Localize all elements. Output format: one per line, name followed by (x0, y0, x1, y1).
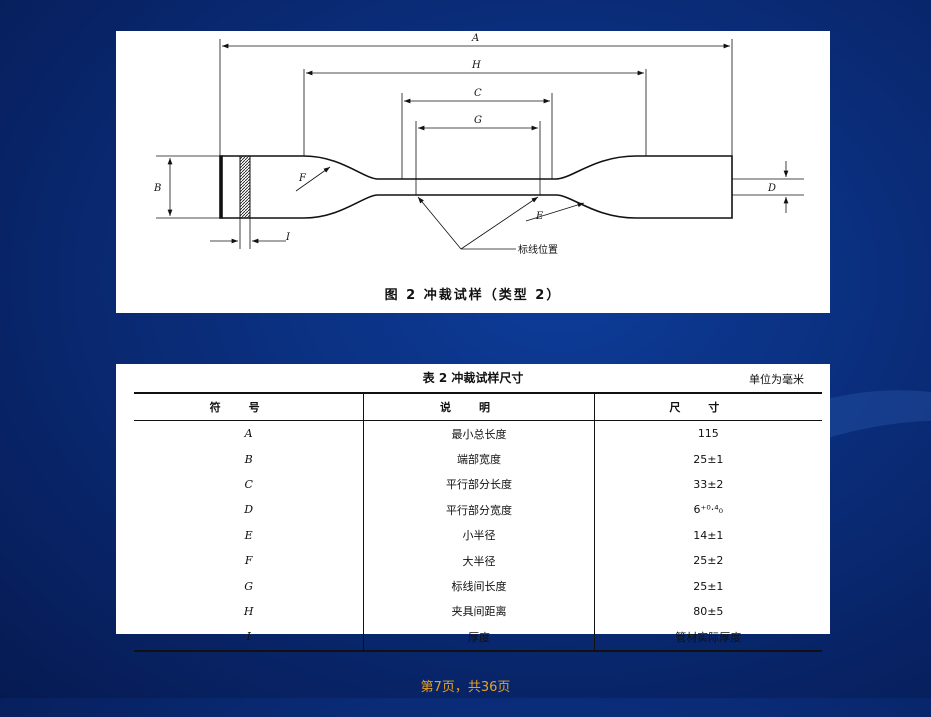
label-a: A (471, 33, 479, 44)
extension-lines (156, 39, 804, 249)
cell-symbol: G (134, 573, 365, 599)
cell-description: 厚度 (363, 624, 595, 651)
header-description: 说明 (363, 393, 595, 421)
cell-description: 平行部分长度 (363, 471, 595, 498)
table-title: 表 2 冲裁试样尺寸 (422, 371, 524, 385)
table-header-row: 符号 说明 尺寸 (134, 393, 822, 421)
label-e: E (535, 211, 544, 222)
cell-symbol: I (134, 624, 365, 651)
cell-size: 33±2 (693, 477, 724, 491)
cell-size: 115 (697, 427, 719, 441)
cell-size: 25±1 (693, 452, 724, 466)
cell-description: 大半径 (363, 547, 595, 574)
cell-size: 6⁺⁰·⁴₀ (693, 503, 724, 517)
label-b: B (153, 183, 161, 194)
specimen-outline (219, 155, 733, 219)
cell-symbol: E (134, 522, 365, 548)
cell-description: 标线间长度 (363, 573, 595, 599)
label-d: D (767, 183, 776, 194)
table-row: F 大半径 25±2 (134, 547, 822, 574)
cell-symbol: H (134, 598, 365, 625)
label-i: I (285, 232, 291, 243)
thickness-hatch (239, 155, 251, 219)
cell-description: 最小总长度 (363, 420, 595, 447)
cell-description: 平行部分宽度 (363, 497, 595, 523)
spec-table: 符号 说明 尺寸 A 最小总长度 115 B 端部宽度 25±1 C 平行部分长… (134, 392, 822, 652)
label-f: F (298, 173, 307, 184)
table-row: I 厚度 管材实际厚度 (134, 624, 822, 651)
cell-description: 端部宽度 (363, 446, 595, 472)
cell-size: 25±2 (693, 554, 724, 568)
cell-size: 25±1 (693, 579, 724, 593)
cell-size: 80±5 (693, 604, 724, 618)
table-row: G 标线间长度 25±1 (134, 573, 822, 599)
cell-size: 管材实际厚度 (675, 630, 742, 644)
table-unit: 单位为毫米 (749, 373, 804, 386)
table-row: H 夹具间距离 80±5 (134, 598, 822, 625)
cell-symbol: C (134, 471, 365, 498)
label-g: G (474, 115, 482, 126)
table-row: B 端部宽度 25±1 (134, 446, 822, 472)
label-h: H (471, 60, 481, 71)
table-row: C 平行部分长度 33±2 (134, 471, 822, 498)
header-size: 尺寸 (594, 393, 822, 421)
specimen-drawing: A H C G B D E F I 标线位置 (153, 33, 804, 256)
cell-symbol: A (134, 420, 365, 447)
table-row: D 平行部分宽度 6⁺⁰·⁴₀ (134, 497, 822, 523)
cell-symbol: F (134, 547, 365, 574)
spec-table-panel: 表 2 冲裁试样尺寸 单位为毫米 符号 说明 尺寸 A 最小总长度 115 B … (116, 364, 830, 652)
specimen-figure: A H C G B D E F I 标线位置 图 2 冲裁试样（类型 2） (116, 31, 830, 313)
page-footer: 第7页，共36页 (420, 680, 511, 695)
cell-size: 14±1 (693, 528, 724, 542)
table-row: A 最小总长度 115 (134, 420, 822, 447)
figure-caption: 图 2 冲裁试样（类型 2） (384, 288, 562, 303)
table-row: E 小半径 14±1 (134, 522, 822, 548)
cell-symbol: D (134, 497, 365, 523)
gauge-mark-label: 标线位置 (518, 243, 558, 256)
label-c: C (474, 88, 482, 99)
dimension-lines (167, 43, 789, 250)
cell-description: 小半径 (363, 522, 595, 548)
cell-symbol: B (134, 446, 365, 472)
header-symbol: 符号 (134, 393, 365, 421)
cell-description: 夹具间距离 (363, 598, 595, 625)
